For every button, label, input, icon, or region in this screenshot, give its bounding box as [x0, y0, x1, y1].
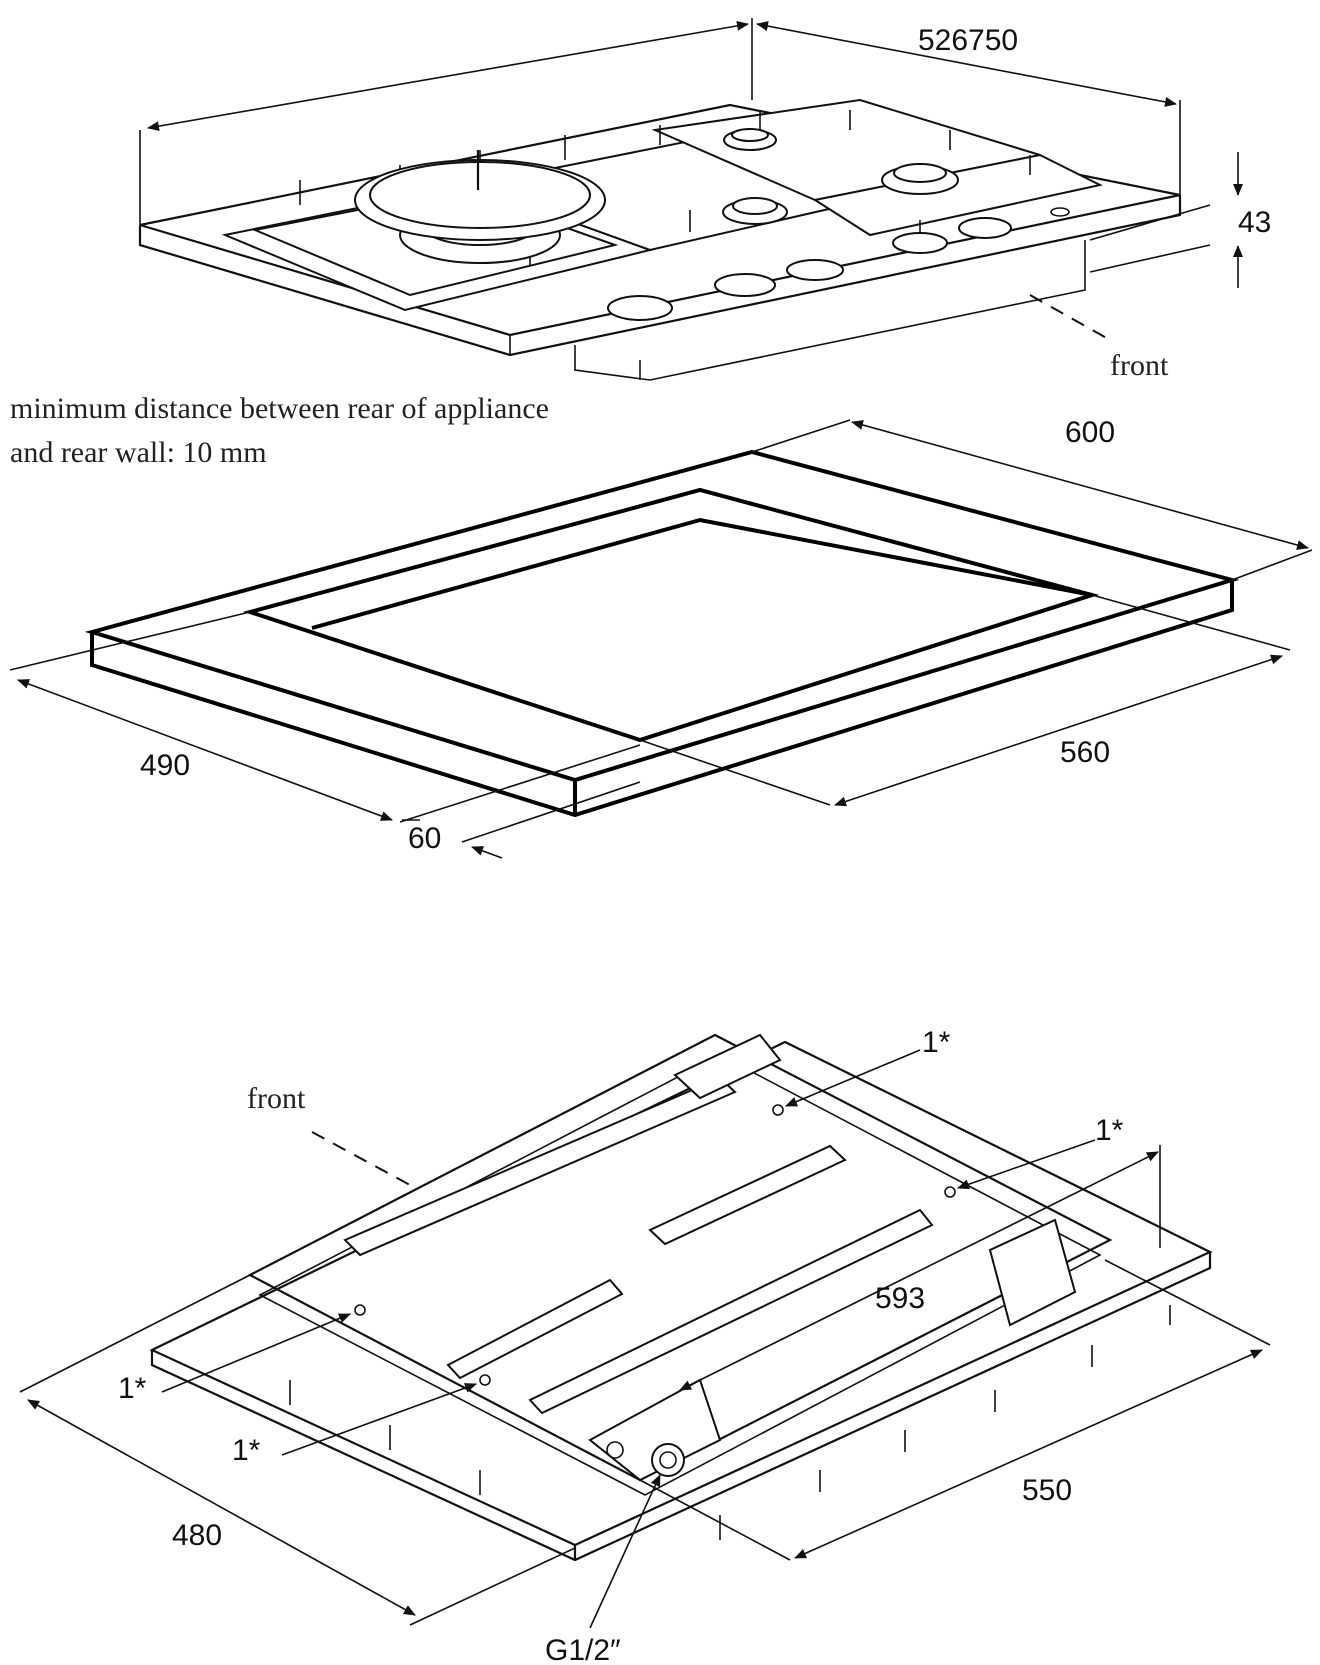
knob-1 — [607, 295, 673, 321]
dim-593-label: 593 — [875, 1282, 925, 1315]
leader-fix-2 — [957, 1139, 1096, 1190]
gas-connection-label: G1/2″ — [545, 1634, 621, 1665]
dim-height-label: 43 — [1238, 206, 1271, 239]
rear-distance-note-line2: and rear wall: 10 mm — [10, 436, 267, 469]
worktop-thickness — [90, 580, 1234, 818]
underside-grooves — [343, 1033, 1077, 1415]
dim-600-label: 600 — [1065, 416, 1115, 449]
dim-line-550 — [794, 1349, 1263, 1559]
leader-fix-1 — [785, 1049, 921, 1107]
leader-gas — [589, 1474, 661, 1629]
dim-width-label: 526750 — [918, 24, 1018, 57]
rear-distance-note-line1: minimum distance between rear of applian… — [10, 392, 549, 425]
dim-line-600 — [851, 420, 1309, 550]
front-label-top: front — [1110, 349, 1169, 382]
gas-connection — [588, 1378, 722, 1482]
leader-fix-3 — [161, 1313, 351, 1393]
front-label-bottom: front — [247, 1082, 306, 1115]
ignition-button — [1050, 207, 1070, 217]
cutout-view: minimum distance between rear of applian… — [9, 392, 1313, 859]
cooktop-view: 526750 43 front — [138, 18, 1271, 382]
dim-line-width — [756, 21, 1177, 107]
front-indicator-line-bottom — [311, 1131, 411, 1186]
burners — [354, 128, 959, 264]
dim-550-label: 550 — [1022, 1474, 1072, 1507]
cooktop-lower-box — [574, 240, 1086, 381]
fixing-label-3: 1* — [118, 1372, 147, 1405]
dim-560-label: 560 — [1060, 736, 1110, 769]
knob-4 — [892, 232, 948, 254]
knob-3 — [786, 259, 844, 281]
dim-60-label: 60 — [408, 822, 441, 855]
fixing-label-1: 1* — [922, 1026, 951, 1059]
leader-fix-4 — [281, 1383, 477, 1456]
dim-line-490 — [17, 679, 393, 821]
knob-2 — [714, 273, 776, 297]
dim-line-depth — [147, 20, 749, 132]
dim-490-label: 490 — [140, 749, 190, 782]
dim-line-60 — [471, 846, 503, 859]
dim-line-560 — [834, 654, 1283, 807]
front-indicator-line — [1029, 294, 1111, 341]
dim-line-480 — [27, 1399, 416, 1616]
dim-480-label: 480 — [172, 1519, 222, 1552]
underside-view: 1* 1* 1* 1* 593 550 480 G1/2″ front — [19, 1026, 1271, 1665]
knob-5 — [958, 217, 1012, 239]
control-knobs — [607, 207, 1070, 321]
dim-line-593 — [679, 1151, 1159, 1391]
fixing-label-2: 1* — [1095, 1114, 1124, 1147]
fixing-label-4: 1* — [232, 1434, 261, 1467]
